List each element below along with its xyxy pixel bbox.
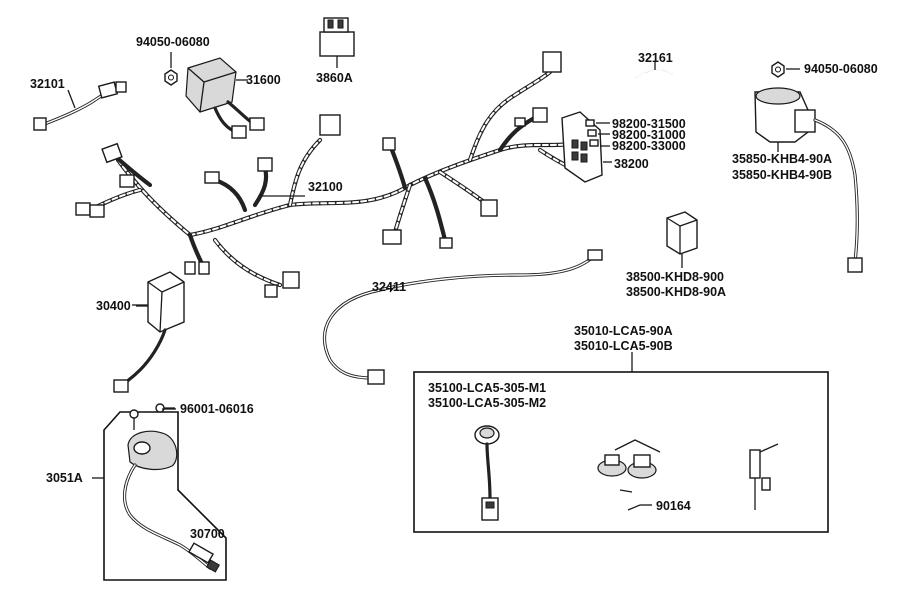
label-32411: 32411 <box>372 280 406 294</box>
label-98200-33000: 98200-33000 <box>612 139 686 153</box>
label-98200-31000: 98200-31000 <box>612 128 686 142</box>
part-38200-fuse-box <box>561 111 612 183</box>
label-38500-a: 38500-KHD8-900 <box>626 270 724 284</box>
label-30400: 30400 <box>96 299 131 313</box>
part-35010-lock-set-box <box>413 352 829 533</box>
label-31600: 31600 <box>246 73 281 87</box>
part-31600-regulator <box>185 57 265 139</box>
label-35100-b: 35100-LCA5-305-M2 <box>428 396 546 410</box>
part-94050-nut-right <box>771 61 800 78</box>
harness-connectors <box>75 51 562 298</box>
label-35010-a: 35010-LCA5-90A <box>574 324 673 338</box>
label-30700: 30700 <box>190 527 225 541</box>
label-90164: 90164 <box>656 499 691 513</box>
label-3860A: 3860A <box>316 71 353 85</box>
label-leader-lines <box>136 195 652 506</box>
label-35010-b: 35010-LCA5-90B <box>574 339 673 353</box>
label-38500-b: 38500-KHD8-90A <box>626 285 726 299</box>
label-35850-b: 35850-KHB4-90B <box>732 168 832 182</box>
label-35850-a: 35850-KHB4-90A <box>732 152 832 166</box>
label-98200-31500: 98200-31500 <box>612 117 686 131</box>
part-3051A-coil-group <box>92 403 227 581</box>
label-3051A: 3051A <box>46 471 83 485</box>
part-38500-relay <box>666 211 698 268</box>
part-32101-cable <box>33 81 127 131</box>
part-35850-ignition-switch <box>754 87 863 273</box>
part-94050-nut-left <box>164 52 178 86</box>
main-wire-harness <box>87 69 593 288</box>
label-32100: 32100 <box>308 180 343 194</box>
part-32161-clamp <box>635 62 673 79</box>
label-32161: 32161 <box>638 51 673 65</box>
part-3860A-relay <box>319 17 355 68</box>
part-32411-cable <box>322 249 603 385</box>
label-94050-right: 94050-06080 <box>804 62 878 76</box>
label-35100-a: 35100-LCA5-305-M1 <box>428 381 546 395</box>
label-96001: 96001-06016 <box>180 402 254 416</box>
label-94050-left: 94050-06080 <box>136 35 210 49</box>
label-32101: 32101 <box>30 77 65 91</box>
part-30400-cdi-unit <box>113 271 185 393</box>
label-38200: 38200 <box>614 157 649 171</box>
